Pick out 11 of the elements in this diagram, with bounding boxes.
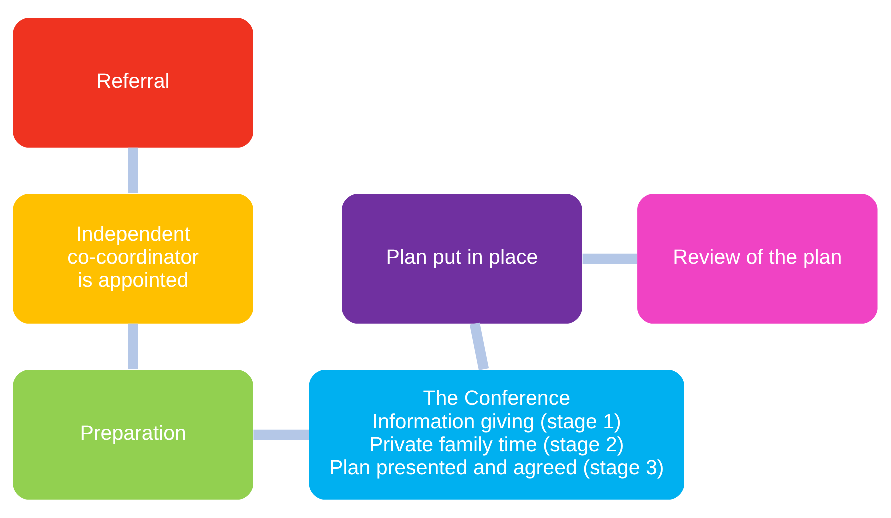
node-box: Review of the plan [638, 194, 878, 324]
connector [582, 254, 638, 264]
node-box: Independent co-coordinator is appointed [13, 194, 254, 324]
connector [128, 324, 138, 370]
node-box: Preparation [13, 370, 254, 500]
connector [254, 430, 310, 440]
connector [470, 322, 490, 371]
node-box: Referral [13, 18, 254, 148]
connector [128, 148, 138, 194]
node-box: The Conference Information giving (stage 1) Private family time (stage 2) Plan presented and agreed (stage 3) [309, 370, 684, 500]
node-box: Plan put in place [342, 194, 582, 324]
